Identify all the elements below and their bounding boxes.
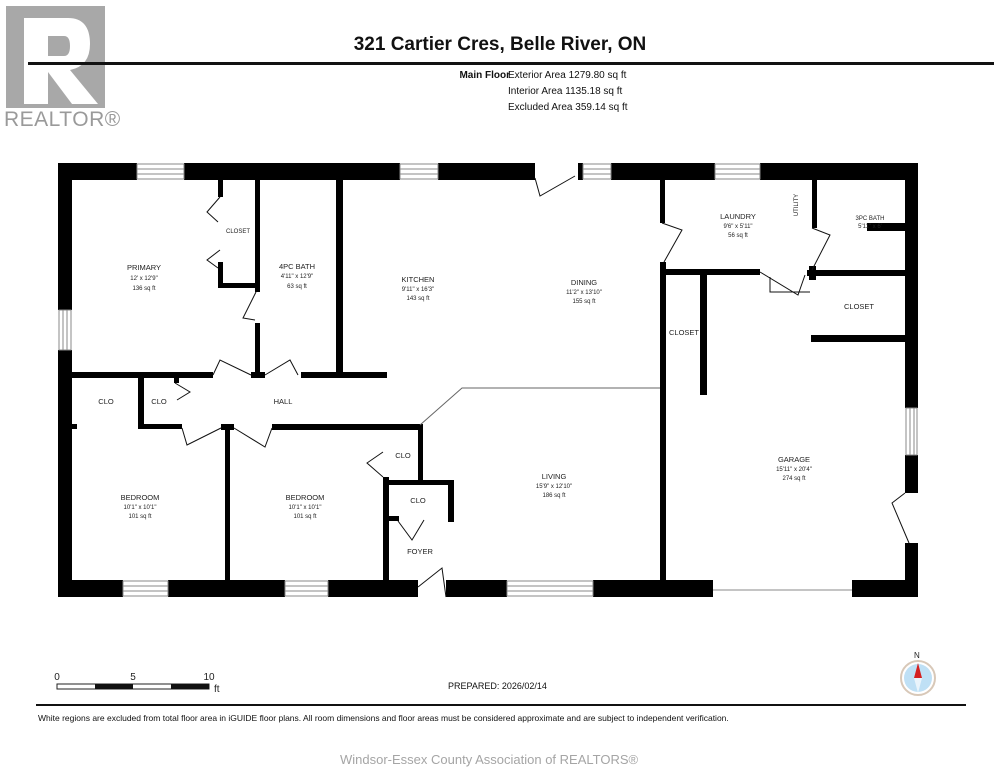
room-area: 101 sq ft [293,514,316,520]
scale-tick-0: 0 [54,672,60,683]
room-area: 186 sq ft [542,493,565,499]
room-dims: 10'1" x 10'1" [124,505,157,511]
room-area: 143 sq ft [406,296,429,302]
room-dims: 4'11" x 12'9" [281,274,313,280]
floor-label: Main Floor [459,70,510,81]
closet-label: CLO [395,451,411,460]
room-name: LIVING [542,472,567,481]
compass-north: N [914,651,920,660]
closet-label: CLO [151,397,167,406]
room-area: 136 sq ft [132,286,155,292]
scale-tick-10: 10 [203,672,215,683]
room-dims: 15'9" x 12'10" [536,484,572,490]
room-name: 4PC BATH [279,262,315,271]
disclaimer: White regions are excluded from total fl… [38,713,729,723]
excluded-area: Excluded Area 359.14 sq ft [508,102,628,113]
foyer-label: FOYER [407,547,433,556]
closet-label: CLOSET [669,328,699,337]
compass-icon: N [900,651,936,696]
room-name: BEDROOM [286,493,325,502]
doors-and-boundaries [174,175,910,598]
walls [58,163,918,597]
room-dims: 15'11" x 20'4" [776,467,812,473]
floor-plan: PRIMARY 12' x 12'9" 136 sq ft CLOSET 4PC… [54,163,936,696]
room-dims: 9'11" x 16'3" [402,287,434,293]
room-dims: 9'6" x 5'11" [723,224,752,230]
windows [58,163,918,597]
room-area: 56 sq ft [728,233,748,239]
closet-label: CLOSET [226,229,250,235]
footer-divider [36,704,966,706]
room-dims: 12' x 12'9" [130,276,157,282]
closet-label: CLO [98,397,114,406]
room-name: GARAGE [778,455,810,464]
closet-label: CLO [410,496,426,505]
room-name: DINING [571,278,597,287]
title-divider [28,62,994,65]
room-name: 3PC BATH [856,216,885,222]
room-labels: PRIMARY 12' x 12'9" 136 sq ft CLOSET 4PC… [98,194,884,556]
interior-area: Interior Area 1135.18 sq ft [508,86,623,97]
room-dims: 11'2" x 13'10" [566,290,602,296]
room-area: 274 sq ft [782,476,805,482]
hall-label: HALL [274,397,293,406]
room-area: 63 sq ft [287,284,307,290]
room-dims: 10'1" x 10'1" [289,505,322,511]
room-name: KITCHEN [402,275,435,284]
room-name: LAUNDRY [720,212,756,221]
watermark: Windsor-Essex County Association of REAL… [340,752,639,767]
page-title: 321 Cartier Cres, Belle River, ON [353,34,647,55]
realtor-logo [6,6,105,108]
room-dims: 5'11" x 6' [858,224,882,230]
realtor-logo-text: REALTOR® [4,108,121,131]
scale-tick-5: 5 [130,672,136,683]
prepared-date: PREPARED: 2026/02/14 [448,681,547,691]
scale-bar: 0 5 10 ft [54,672,220,695]
room-area: 155 sq ft [572,299,595,305]
room-name: PRIMARY [127,263,161,272]
utility-label: UTILITY [794,194,800,216]
realtor-r-icon [24,18,98,104]
room-name: BEDROOM [121,493,160,502]
scale-unit: ft [214,684,220,695]
room-area: 101 sq ft [128,514,151,520]
closet-label: CLOSET [844,302,874,311]
exterior-area: Exterior Area 1279.80 sq ft [508,70,627,81]
